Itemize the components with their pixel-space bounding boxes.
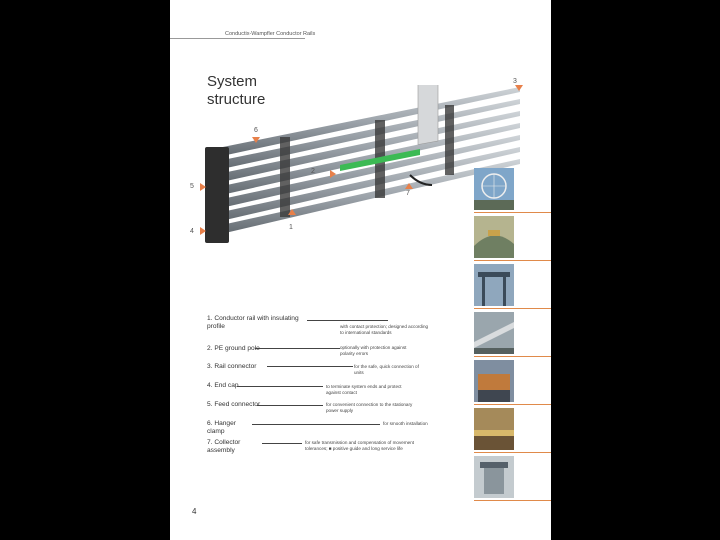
component-desc-7: for safe transmission and compensation o… [305,440,415,451]
header-rule [170,38,305,39]
marker-label-2: 2 [311,168,315,175]
conductor-rail-illustration [200,85,523,243]
end-cap-block [205,147,229,243]
leader-line [262,443,302,444]
photo-row [474,408,551,456]
container-terminal-photo [474,360,514,402]
photo-divider [474,356,551,357]
component-desc-2: optionally with protection against polar… [340,345,407,356]
industrial-hall-photo [474,312,514,354]
photo-divider [474,212,551,213]
hanger-clamp [445,105,454,175]
leader-line [257,405,323,406]
component-item-6: 6. Hanger clamp [207,420,236,435]
component-item-1: 1. Conductor rail with insulating profil… [207,315,299,330]
leader-line [255,348,340,349]
photo-row [474,456,551,504]
photo-row [474,264,551,312]
marker-label-7: 7 [406,190,410,197]
component-item-4: 4. End cap [207,382,239,389]
amusement-ride-photo [474,216,514,258]
photo-divider [474,404,551,405]
component-desc-1: with contact protection; designed accord… [340,324,429,335]
component-desc-4: to terminate system ends and protect aga… [326,384,402,395]
leader-line [267,366,353,367]
component-item-3: 3. Rail connector [207,363,257,370]
leader-line [237,386,323,387]
component-item-2: 2. PE ground pole [207,345,260,352]
header-subtitle: Conductix-Wampfler Conductor Rails [225,31,316,37]
production-line-photo [474,408,514,450]
marker-label-1: 1 [289,224,293,231]
photo-row [474,168,551,216]
component-item-7: 7. Collector assembly [207,439,241,454]
crane-gantry-photo [474,264,514,306]
hanger-clamp [280,137,290,217]
component-desc-5: for convenient connection to the station… [326,402,413,413]
photo-row [474,312,551,360]
marker-label-5: 5 [190,183,194,190]
page-number: 4 [192,507,197,516]
marker-label-4: 4 [190,228,194,235]
marker-label-3: 3 [513,78,517,85]
photo-divider [474,260,551,261]
photo-divider [474,308,551,309]
automated-station-photo [474,456,514,498]
pe-ground-highlight [340,149,420,171]
ferris-wheel-photo [474,168,514,210]
marker-label-6: 6 [254,127,258,134]
photo-row [474,360,551,408]
component-desc-6: for smooth installation [383,421,428,426]
leader-line [307,320,388,321]
page-title: System structure [207,73,266,108]
photo-divider [474,500,551,501]
leader-line [252,424,380,425]
component-desc-3: for the safe, quick connection of units [354,364,419,375]
photo-row [474,216,551,264]
application-photo-strip [474,168,551,504]
collector-bracket [417,85,439,145]
component-item-5: 5. Feed connector [207,401,261,408]
label-markers [200,85,523,235]
photo-divider [474,452,551,453]
